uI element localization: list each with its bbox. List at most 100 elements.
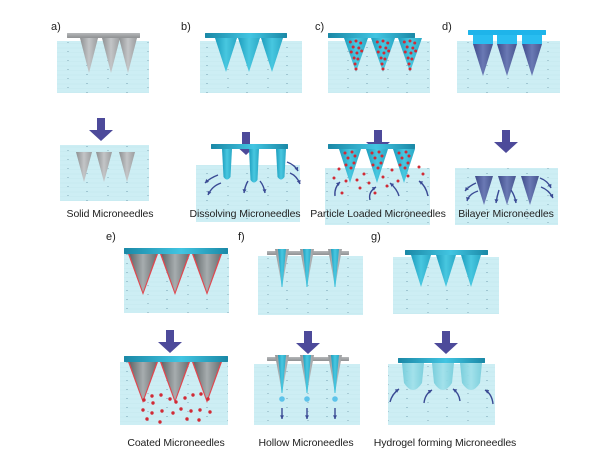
panel-f-lumen [303, 355, 311, 393]
panel-a-plate [67, 33, 140, 38]
panel-c-released-particle [417, 165, 421, 169]
panel-c-drug-particle [352, 56, 356, 60]
panel-e-needle [129, 362, 157, 400]
panel-f-drug-droplet [304, 396, 310, 402]
panel-d-bilayer [455, 30, 560, 225]
panel-c-particle-loaded [325, 33, 430, 225]
panel-c-drug-particle [343, 151, 347, 155]
panel-c-needle-after [339, 149, 361, 183]
panel-d-needle [473, 44, 493, 76]
press-arrow-icon [434, 331, 458, 354]
panel-c-drug-particle [360, 49, 364, 53]
panel-d-needle [522, 44, 542, 76]
panel-b-needle-dissolving [249, 149, 259, 183]
panel-c-caption: Particle Loaded Microneedles [310, 208, 446, 220]
panel-e-released-drug [199, 392, 203, 396]
panel-c-drug-particle [413, 41, 417, 45]
panel-c-released-particle [396, 179, 400, 183]
panel-c-drug-particle [350, 150, 354, 154]
panel-e-plate-after [124, 356, 228, 362]
panel-c-drug-particle [381, 67, 385, 71]
panel-b-needle [261, 38, 283, 72]
panel-c-needle [371, 38, 395, 72]
panel-c-drug-particle [370, 151, 374, 155]
panel-e-released-drug [168, 397, 172, 401]
panel-c-drug-particle [411, 46, 415, 50]
panel-e-needle [193, 362, 221, 400]
panel-e-released-drug [150, 411, 154, 415]
panel-e-released-drug [191, 393, 195, 397]
flow-arrowhead-icon [279, 415, 285, 419]
panel-c-released-particle [355, 178, 359, 182]
panel-c-released-particle [381, 175, 385, 179]
panel-e-released-drug [197, 418, 201, 422]
panel-c-drug-particle [406, 161, 410, 165]
panel-a-caption: Solid Microneedles [66, 208, 154, 220]
panel-e-plate [124, 248, 228, 254]
panel-d-needle-remaining [498, 176, 516, 205]
panel-e-released-drug [159, 393, 163, 397]
panel-c-released-particle [373, 191, 377, 195]
press-arrow-icon [494, 130, 518, 153]
panel-g-label: g) [371, 231, 381, 243]
panel-c-drug-particle [414, 49, 418, 53]
panel-c-plate [328, 33, 415, 38]
panel-e-released-drug [206, 397, 210, 401]
panel-c-needle-after [393, 149, 415, 183]
panel-e-released-drug [158, 420, 162, 424]
panel-e-released-drug [141, 408, 145, 412]
flow-arrowhead-icon [296, 179, 301, 184]
panel-c-drug-particle [381, 39, 385, 43]
panel-c-drug-particle [376, 50, 380, 54]
panel-e-needle [161, 254, 189, 292]
panel-c-drug-particle [387, 49, 391, 53]
flow-arrowhead-icon [205, 178, 210, 183]
panel-c-drug-particle [383, 57, 387, 61]
panel-c-drug-particle [354, 39, 358, 43]
panel-c-drug-particle [409, 51, 413, 55]
panel-b-plate [205, 33, 287, 38]
panel-f-label: f) [238, 231, 245, 243]
panel-b-dissolving [196, 33, 302, 222]
panel-c-drug-particle [344, 163, 348, 167]
panel-c-drug-particle [348, 40, 352, 44]
panel-c-drug-particle [356, 57, 360, 61]
panel-c-drug-particle [382, 51, 386, 55]
press-arrow-icon [158, 330, 182, 353]
panel-e-released-drug [171, 411, 175, 415]
panel-f-lumen [331, 355, 339, 393]
panel-e-needle [161, 362, 189, 400]
panel-c-released-particle [362, 172, 366, 176]
panel-c-drug-particle [375, 40, 379, 44]
flow-arrowhead-icon [294, 166, 299, 171]
panel-f-drug-droplet [332, 396, 338, 402]
flow-arrowhead-icon [390, 183, 395, 187]
flow-arrowhead-icon [547, 183, 552, 188]
panel-c-needle [344, 38, 368, 72]
panel-e-released-drug [198, 408, 202, 412]
panel-g-needle [411, 255, 431, 287]
panel-c-released-particle [340, 191, 344, 195]
diagram-layer [57, 30, 560, 425]
panel-c-drug-particle [354, 67, 358, 71]
panel-b-needle-dissolving [276, 149, 286, 180]
panel-e-released-drug [145, 417, 149, 421]
panel-f-lumen [278, 355, 286, 393]
panel-e-released-drug [185, 417, 189, 421]
panel-c-drug-particle [408, 39, 412, 43]
panel-c-needle-after [366, 149, 388, 183]
panel-c-drug-particle [384, 46, 388, 50]
panel-e-label: e) [106, 231, 116, 243]
panel-c-drug-particle [403, 166, 407, 170]
panel-a-label: a) [51, 21, 61, 33]
panel-c-drug-particle [410, 57, 414, 61]
panel-c-drug-particle [373, 156, 377, 160]
panel-c-drug-particle [380, 62, 384, 66]
panel-c-drug-particle [351, 45, 355, 49]
flow-arrowhead-icon [371, 187, 376, 191]
panel-d-plate [468, 30, 546, 35]
panel-c-drug-particle [379, 56, 383, 60]
flow-arrowhead-icon [465, 186, 469, 191]
flow-arrowhead-icon [419, 181, 424, 185]
panel-c-released-particle [421, 172, 425, 176]
